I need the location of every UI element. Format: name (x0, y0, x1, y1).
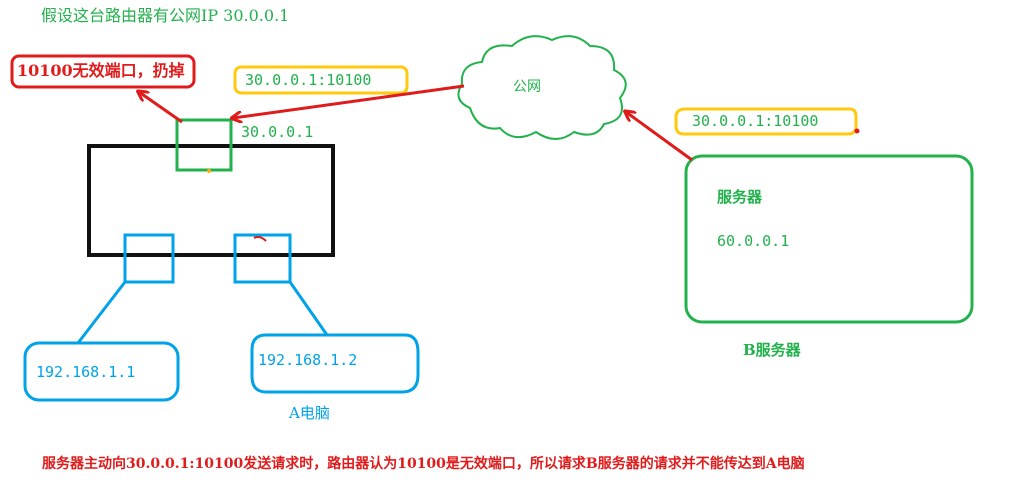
router-ip: 30.0.0.1 (241, 123, 314, 141)
server-box (684, 154, 974, 324)
title: 假设这台路由器有公网IP 30.0.0.1 (41, 6, 290, 25)
pc2-ip: 192.168.1.2 (258, 351, 358, 369)
packet-label-near-router: 30.0.0.1:10100 (245, 71, 372, 89)
footer-note: 服务器主动向30.0.0.1:10100发送请求时，路由器认为10100是无效端… (42, 456, 805, 472)
drop-note-box (10, 54, 196, 89)
router-lan-port-2 (233, 233, 292, 284)
pc1-box (23, 341, 180, 402)
arrow-server-to-cloud (626, 112, 693, 162)
router-wan-port (175, 118, 233, 172)
server-caption: B服务器 (743, 341, 801, 359)
packet-label-near-server: 30.0.0.1:10100 (692, 112, 819, 130)
server-title: 服务器 (717, 188, 763, 206)
pc2-link (288, 281, 329, 336)
packet-box-near-server (674, 107, 858, 136)
packet-box-near-router (233, 65, 409, 95)
server-dot (854, 128, 860, 134)
router-box (87, 144, 335, 257)
router-lan-mark (253, 236, 267, 242)
drop-note: 10100无效端口，扔掉 (17, 61, 185, 80)
router-lan-port-1 (123, 233, 175, 284)
arrow-router-to-drop (139, 92, 183, 124)
pc1-ip: 192.168.1.1 (36, 363, 136, 381)
cloud-label: 公网 (513, 79, 541, 95)
server-ip: 60.0.0.1 (717, 232, 790, 250)
pc2-box (250, 333, 420, 394)
pc1-link (76, 281, 127, 344)
cloud-shape (457, 35, 627, 140)
router-wan-mark (207, 169, 211, 173)
arrow-cloud-to-router (233, 84, 465, 118)
pc-caption: A电脑 (289, 404, 330, 422)
